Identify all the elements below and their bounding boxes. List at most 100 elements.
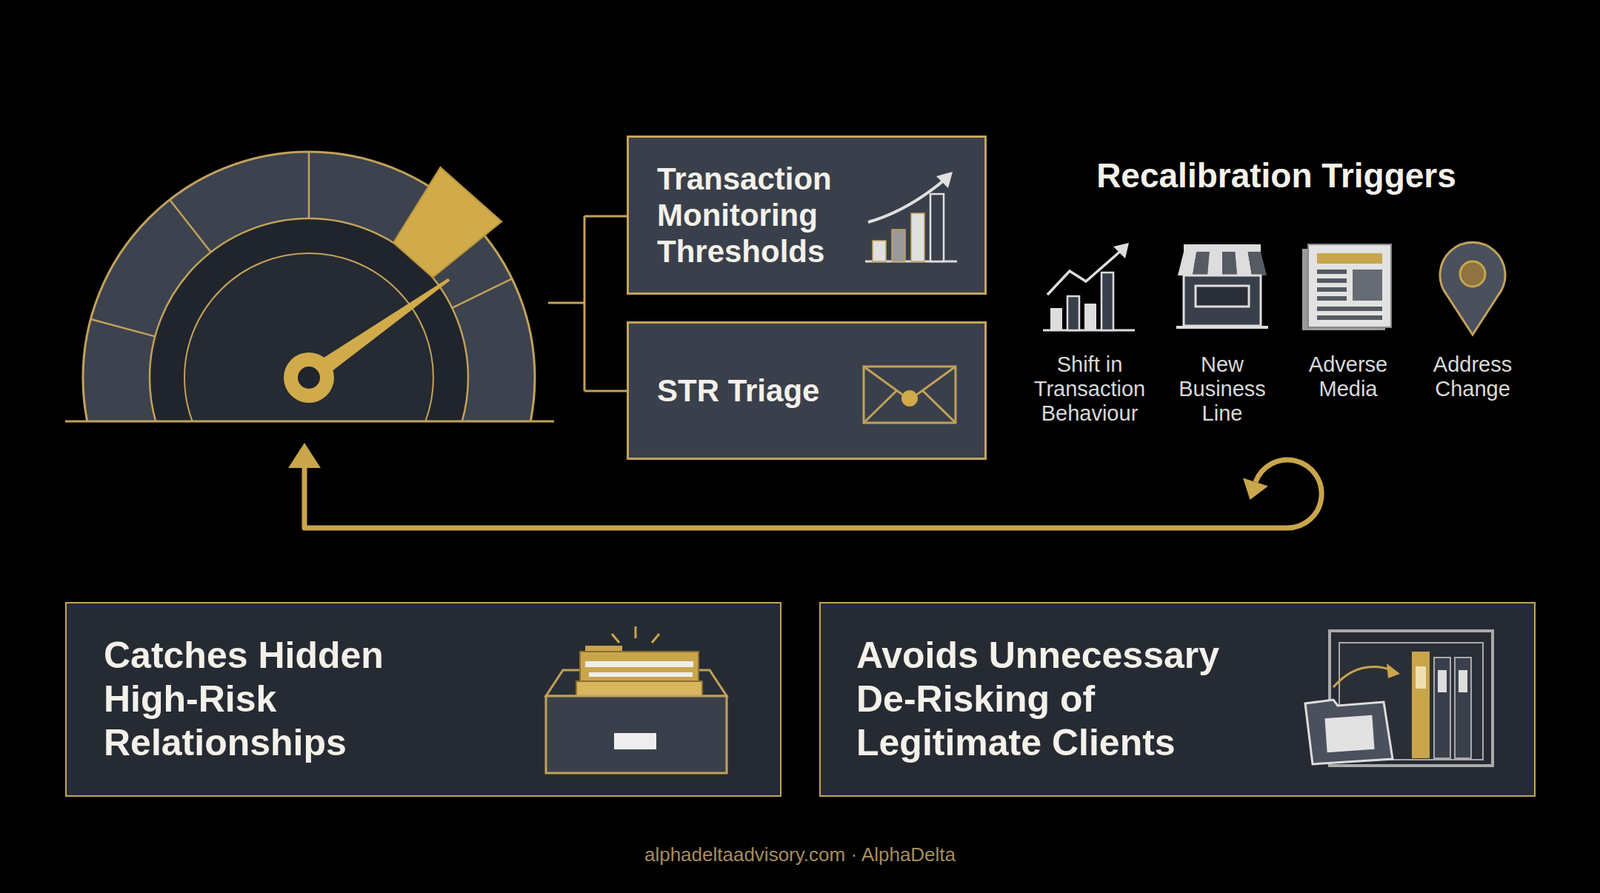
gauge-needle bbox=[283, 278, 450, 403]
archive-shelf-icon bbox=[1434, 657, 1451, 759]
storefront-icon bbox=[1234, 251, 1252, 276]
branch-bracket bbox=[548, 216, 627, 392]
file-drawer-icon bbox=[545, 626, 727, 774]
gauge-dial bbox=[308, 151, 311, 219]
file-drawer-icon bbox=[614, 733, 657, 750]
trend-icon bbox=[1113, 242, 1129, 259]
newspaper-icon bbox=[1308, 244, 1392, 328]
feedback-loop-arrow bbox=[304, 460, 1322, 529]
gauge-dial bbox=[184, 253, 434, 422]
storefront-icon bbox=[1192, 251, 1210, 276]
gauge-needle bbox=[283, 352, 335, 403]
gauge-dial bbox=[82, 151, 535, 422]
trigger-label: New Business Line bbox=[1162, 352, 1282, 426]
box-text: STR Triage bbox=[657, 372, 872, 409]
box-text: Avoids Unnecessary De-Risking of Legitim… bbox=[856, 634, 1272, 766]
feedback-loop-arrow bbox=[1242, 478, 1269, 501]
file-drawer-icon bbox=[588, 672, 693, 678]
storefront-icon bbox=[1207, 251, 1223, 276]
newspaper-icon bbox=[1352, 269, 1383, 301]
storefront-icon bbox=[1176, 244, 1269, 328]
archive-shelf-icon bbox=[1305, 631, 1493, 766]
chart-icon bbox=[936, 171, 953, 189]
newspaper-icon bbox=[1302, 248, 1386, 331]
storefront-icon bbox=[1248, 251, 1267, 276]
archive-shelf-icon bbox=[1415, 666, 1426, 689]
gauge-baseline bbox=[65, 421, 555, 423]
file-drawer-icon bbox=[585, 645, 623, 657]
envelope-icon bbox=[863, 366, 956, 423]
process-box: STR Triage bbox=[626, 321, 987, 460]
archive-shelf-icon bbox=[1411, 651, 1430, 759]
box-text: Catches Hidden High-Risk Relationships bbox=[103, 634, 460, 766]
section-heading: Recalibration Triggers bbox=[1017, 157, 1536, 195]
storefront-icon bbox=[1177, 251, 1197, 276]
trend-icon bbox=[1050, 308, 1063, 331]
file-drawer-icon bbox=[580, 651, 699, 704]
file-drawer-icon bbox=[585, 661, 694, 668]
chart-icon bbox=[930, 194, 944, 262]
box-label: Transaction Monitoring Thresholds bbox=[657, 160, 872, 270]
chart-icon bbox=[865, 260, 958, 263]
storefront-icon bbox=[1195, 285, 1249, 307]
footer-credit: alphadeltaadvisory.com · AlphaDelta bbox=[466, 842, 1134, 867]
gauge-dial bbox=[90, 319, 155, 337]
box-label: Avoids Unnecessary De-Risking of Legitim… bbox=[856, 634, 1272, 766]
file-drawer-icon bbox=[545, 696, 727, 774]
trend-icon bbox=[1067, 296, 1080, 331]
process-box: Transaction Monitoring Thresholds bbox=[626, 135, 987, 295]
archive-shelf-icon bbox=[1324, 715, 1375, 753]
gauge-dial bbox=[169, 200, 211, 253]
envelope-icon bbox=[901, 390, 918, 407]
newspaper-icon bbox=[1317, 278, 1347, 283]
chart-icon bbox=[865, 171, 958, 262]
archive-shelf-icon bbox=[1454, 657, 1472, 759]
newspaper-icon bbox=[1317, 315, 1383, 320]
file-drawer-icon bbox=[611, 634, 620, 643]
newspaper-icon bbox=[1317, 306, 1383, 312]
file-drawer-icon bbox=[545, 670, 727, 697]
storefront-icon bbox=[1222, 251, 1238, 276]
trend-icon bbox=[1047, 250, 1122, 295]
chart-icon bbox=[891, 229, 906, 262]
gauge-dial bbox=[82, 151, 535, 422]
outcome-box: Catches Hidden High-Risk Relationships bbox=[65, 602, 782, 798]
feedback-loop-arrow bbox=[288, 442, 321, 469]
gauge-highlight bbox=[393, 167, 502, 278]
file-drawer-icon bbox=[576, 681, 703, 704]
trigger-label: Adverse Media bbox=[1288, 352, 1408, 402]
file-drawer-icon bbox=[634, 626, 638, 639]
archive-shelf-icon bbox=[1458, 670, 1468, 693]
newspaper-icon bbox=[1317, 269, 1347, 275]
archive-shelf-icon bbox=[1339, 642, 1483, 760]
trigger-label: Shift in Transaction Behaviour bbox=[1030, 352, 1149, 426]
branch-bracket bbox=[548, 216, 627, 392]
storefront-icon bbox=[1183, 275, 1261, 326]
gauge-dial bbox=[451, 278, 512, 308]
box-text: Transaction Monitoring Thresholds bbox=[657, 160, 872, 270]
newspaper-icon bbox=[1317, 253, 1383, 264]
archive-shelf-icon bbox=[1333, 666, 1395, 688]
envelope-icon bbox=[863, 366, 956, 423]
box-label: STR Triage bbox=[657, 372, 872, 409]
storefront-icon bbox=[1183, 244, 1261, 252]
newspaper-icon bbox=[1317, 287, 1347, 292]
box-label: Catches Hidden High-Risk Relationships bbox=[103, 634, 460, 766]
trend-icon bbox=[1042, 329, 1135, 332]
storefront-icon bbox=[1176, 325, 1269, 329]
chart-icon bbox=[911, 213, 925, 262]
archive-shelf-icon bbox=[1305, 700, 1393, 765]
chart-icon bbox=[868, 179, 946, 223]
chart-icon bbox=[872, 240, 886, 262]
gauge-highlight bbox=[393, 167, 502, 278]
location-pin-icon bbox=[1440, 242, 1506, 335]
file-drawer-icon bbox=[651, 634, 660, 643]
newspaper-icon bbox=[1302, 244, 1392, 331]
archive-shelf-icon bbox=[1437, 670, 1447, 693]
location-pin-icon bbox=[1440, 242, 1506, 335]
trigger-label: Address Change bbox=[1413, 352, 1532, 402]
outcome-box: Avoids Unnecessary De-Risking of Legitim… bbox=[819, 602, 1536, 798]
location-pin-icon bbox=[1460, 261, 1486, 287]
